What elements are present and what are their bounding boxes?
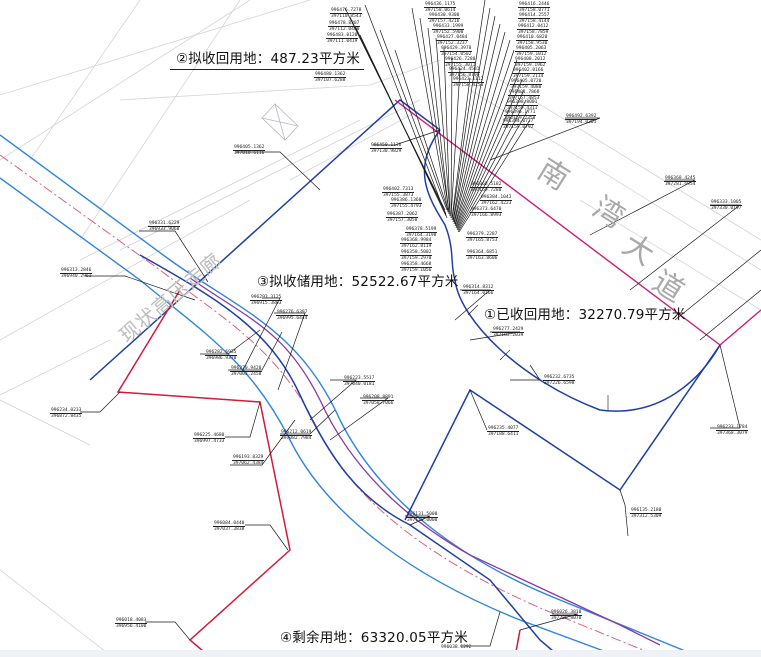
area-label-4: ④剩余用地：63320.05平方米 (280, 626, 468, 646)
dimension-ticks (467, 304, 609, 410)
hv-corridor (0, 134, 701, 657)
area-label-2-text: ②拟收回用地：487.23平方米 (176, 51, 361, 67)
bottom-strip (0, 650, 761, 657)
acquired-boundary (89, 99, 721, 657)
road-edge (394, 99, 761, 346)
area-label-1-text: ①已收回用地：32270.79平方米 (484, 307, 686, 323)
leader-lines-fan (344, 0, 531, 233)
leader-lines (80, 117, 761, 647)
building-symbol (261, 103, 299, 141)
area-label-4-text: ④剩余用地：63320.05平方米 (280, 630, 468, 646)
area-label-2: ②拟收回用地：487.23平方米 (170, 47, 365, 70)
area-label-1: ①已收回用地：32270.79平方米 (484, 303, 686, 323)
area-label-3-text: ③拟收储用地：52522.67平方米 (257, 274, 459, 290)
area-label-3: ③拟收储用地：52522.67平方米 (257, 270, 459, 290)
proposed-boundary (116, 289, 521, 657)
